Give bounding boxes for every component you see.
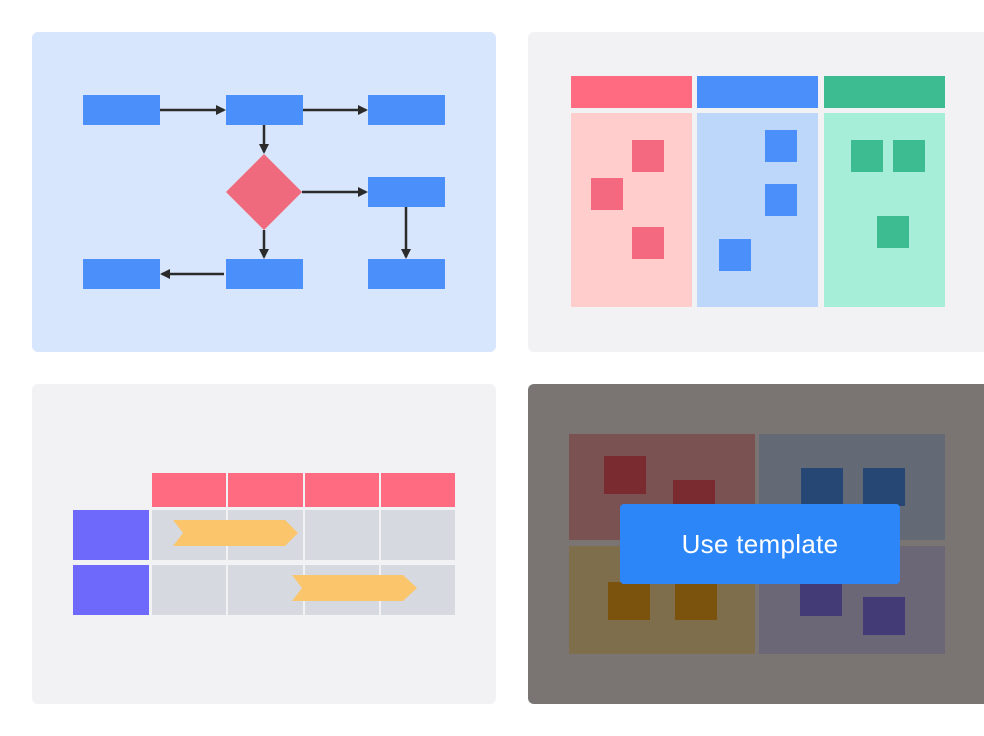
timeline-cell bbox=[381, 510, 455, 560]
template-card-quadrant-board[interactable]: Use template bbox=[528, 384, 984, 704]
flow-box bbox=[226, 259, 303, 289]
timeline-header-cell bbox=[305, 473, 379, 507]
timeline-task-bar bbox=[173, 520, 298, 546]
sticky-note bbox=[632, 227, 664, 259]
sticky-note bbox=[765, 184, 797, 216]
row-label bbox=[73, 565, 149, 615]
timeline-header-cell bbox=[228, 473, 303, 507]
sticky-note bbox=[719, 239, 751, 271]
template-card-kanban[interactable] bbox=[528, 32, 984, 352]
row-label bbox=[73, 510, 149, 560]
timeline-thumbnail bbox=[73, 473, 455, 615]
column-header bbox=[697, 76, 818, 108]
column-header bbox=[824, 76, 945, 108]
decision-diamond bbox=[226, 154, 302, 230]
sticky-note bbox=[893, 140, 925, 172]
flow-box bbox=[368, 259, 445, 289]
flowchart-thumbnail bbox=[83, 95, 445, 289]
sticky-note bbox=[591, 178, 623, 210]
flow-box bbox=[368, 177, 445, 207]
template-card-flowchart[interactable] bbox=[32, 32, 496, 352]
sticky-note bbox=[765, 130, 797, 162]
sticky-note bbox=[632, 140, 664, 172]
timeline-task-bar bbox=[292, 575, 417, 601]
sticky-note bbox=[877, 216, 909, 248]
template-card-timeline[interactable] bbox=[32, 384, 496, 704]
column-header bbox=[571, 76, 692, 108]
timeline-cell bbox=[305, 510, 379, 560]
sticky-note bbox=[851, 140, 883, 172]
timeline-cell bbox=[152, 565, 226, 615]
use-template-button[interactable]: Use template bbox=[620, 504, 900, 584]
column-body bbox=[571, 113, 692, 307]
flow-box bbox=[368, 95, 445, 125]
timeline-header-cell bbox=[152, 473, 226, 507]
flow-box bbox=[83, 259, 160, 289]
flow-box bbox=[83, 95, 160, 125]
column-body bbox=[697, 113, 818, 307]
timeline-header-cell bbox=[381, 473, 455, 507]
timeline-cell bbox=[228, 565, 303, 615]
kanban-thumbnail bbox=[571, 76, 945, 307]
flow-box bbox=[226, 95, 303, 125]
column-body bbox=[824, 113, 945, 307]
